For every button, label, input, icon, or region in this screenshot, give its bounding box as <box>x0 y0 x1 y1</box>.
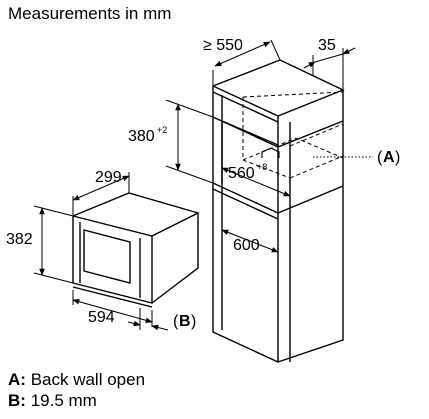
dim-appliance-depth: 299 <box>95 169 122 186</box>
svg-text:): ) <box>191 313 196 330</box>
label-a: ( A ) <box>377 149 400 166</box>
dim-niche-width: 560 <box>228 165 255 182</box>
back-wall-open <box>242 91 344 212</box>
cable-outlet <box>261 147 280 158</box>
dim-inner-depth: 600 <box>233 237 260 254</box>
dim-cabinet-depth: ≥ 550 <box>203 37 243 54</box>
dim-appliance-height: 382 <box>6 231 33 248</box>
svg-text:(: ( <box>173 313 179 330</box>
svg-text:(: ( <box>377 149 383 166</box>
diagram-title: Measurements in mm <box>8 4 172 23</box>
svg-text:B: B <box>179 313 191 330</box>
label-b: ( B ) <box>173 313 196 330</box>
legend-b-key: B: <box>8 391 26 410</box>
dim-niche-width-tolerance: +8 <box>257 162 267 172</box>
cabinet <box>212 59 345 363</box>
dim-niche-height: 380 <box>128 128 155 145</box>
svg-text:A: A <box>383 149 395 166</box>
svg-text:): ) <box>395 149 400 166</box>
microwave-appliance <box>72 192 200 308</box>
dim-appliance-width: 594 <box>88 309 115 326</box>
dim-top-offset: 35 <box>318 37 336 54</box>
dimension-lines <box>33 39 373 331</box>
dim-niche-height-tolerance: +2 <box>157 125 167 135</box>
legend-b-text: 19.5 mm <box>30 391 97 410</box>
legend-a-key: A: <box>8 370 26 389</box>
legend-b: B: 19.5 mm <box>8 391 97 411</box>
legend-a-text: Back wall open <box>30 370 146 389</box>
legend-a: A: Back wall open <box>8 370 145 390</box>
